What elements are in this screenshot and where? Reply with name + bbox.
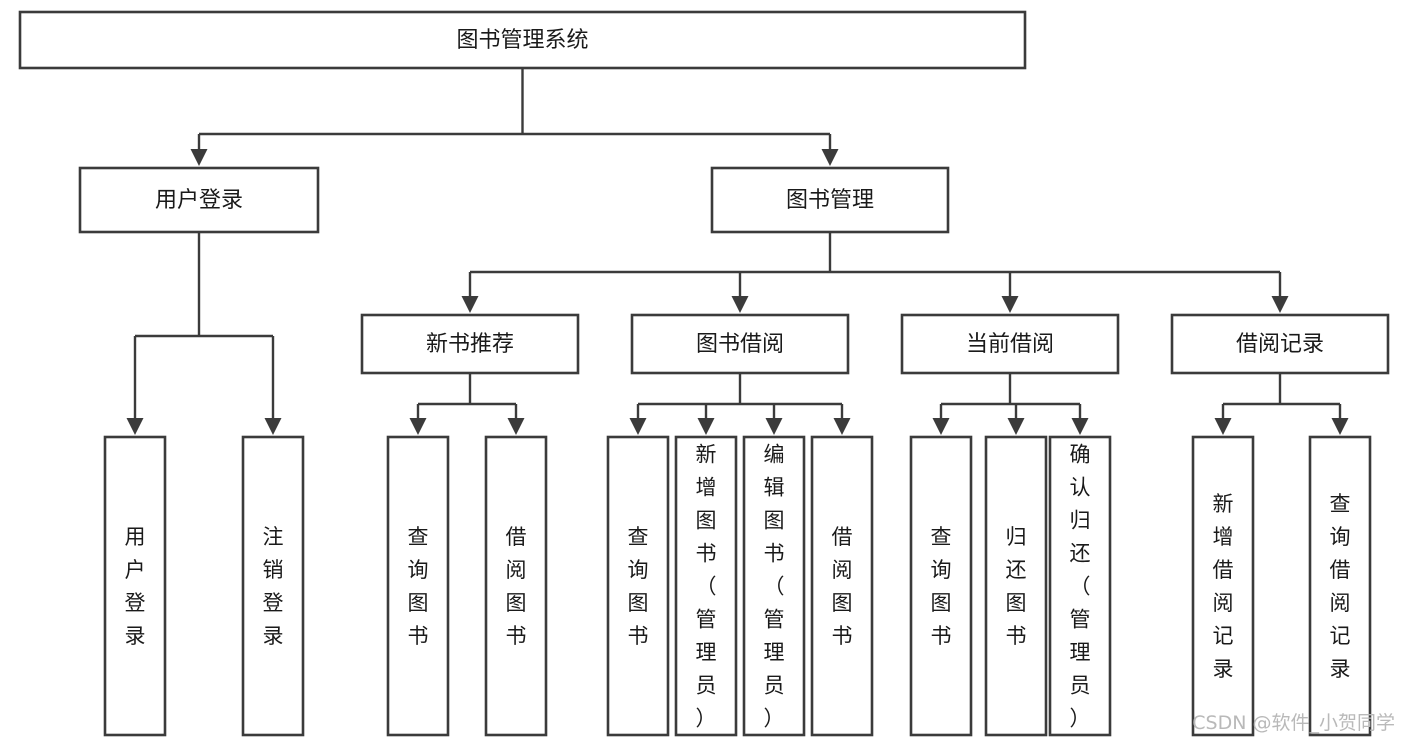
leaves-user-login-arrow-leaf-user-login bbox=[126, 418, 144, 435]
leaves-new-book-recommend-arrow-leaf-borrow-book-rec bbox=[507, 418, 525, 435]
leaves-book-borrow-arrow-leaf-borrow-book bbox=[833, 418, 851, 435]
node-label-root: 图书管理系统 bbox=[456, 28, 588, 53]
leaves-book-borrow-arrow-leaf-query-book-borrow bbox=[629, 418, 647, 435]
node-layer: 图书管理系统用户登录图书管理新书推荐图书借阅当前借阅借阅记录用户登录注销登录查询… bbox=[18, 10, 1390, 737]
node-box-leaf-add-borrow-record[interactable] bbox=[1191, 435, 1255, 737]
node-label-leaf-query-borrow-record: 查询借阅记录 bbox=[1330, 492, 1351, 681]
node-label-leaf-query-book-current: 查询图书 bbox=[931, 525, 952, 648]
node-level2[interactable]: 图书管理 bbox=[710, 166, 950, 234]
node-box-leaf-user-login[interactable] bbox=[103, 435, 167, 737]
node-label-current-borrow: 当前借阅 bbox=[966, 332, 1054, 357]
leaves-user-login-arrow-leaf-logout-login bbox=[264, 418, 282, 435]
node-label-borrow-record: 借阅记录 bbox=[1236, 332, 1324, 357]
leaves-borrow-record-arrow-leaf-query-borrow-record bbox=[1331, 418, 1349, 435]
node-box-current-borrow[interactable] bbox=[900, 313, 1120, 375]
node-level3[interactable]: 新书推荐 bbox=[360, 313, 580, 375]
node-box-leaf-return-book[interactable] bbox=[984, 435, 1048, 737]
node-leaf[interactable]: 编辑图书（管理员） bbox=[742, 435, 806, 737]
node-label-leaf-add-book-admin: 新增图书（管理员） bbox=[696, 442, 717, 730]
bookmgmt-to-level3-arrow-book-borrow bbox=[731, 296, 749, 313]
node-label-user-login: 用户登录 bbox=[155, 188, 243, 213]
root-to-level2-arrow-user-login bbox=[190, 149, 208, 166]
node-box-book-management[interactable] bbox=[710, 166, 950, 234]
node-label-leaf-query-book-borrow: 查询图书 bbox=[628, 525, 649, 648]
node-leaf[interactable]: 查询图书 bbox=[909, 435, 973, 737]
node-box-user-login[interactable] bbox=[78, 166, 320, 234]
node-box-leaf-borrow-book-rec[interactable] bbox=[484, 435, 548, 737]
bookmgmt-to-level3-arrow-current-borrow bbox=[1001, 296, 1019, 313]
node-label-book-borrow: 图书借阅 bbox=[696, 332, 784, 357]
node-box-leaf-borrow-book[interactable] bbox=[810, 435, 874, 737]
node-box-leaf-edit-book-admin[interactable] bbox=[742, 435, 806, 737]
node-label-leaf-user-login: 用户登录 bbox=[125, 525, 146, 648]
node-level3[interactable]: 当前借阅 bbox=[900, 313, 1120, 375]
node-label-new-book-recommend: 新书推荐 bbox=[426, 332, 514, 357]
leaves-book-borrow-arrow-leaf-edit-book-admin bbox=[765, 418, 783, 435]
node-label-book-management: 图书管理 bbox=[786, 188, 874, 213]
node-leaf[interactable]: 用户登录 bbox=[103, 435, 167, 737]
node-leaf[interactable]: 归还图书 bbox=[984, 435, 1048, 737]
leaves-new-book-recommend-arrow-leaf-query-book-rec bbox=[409, 418, 427, 435]
bookmgmt-to-level3-arrow-new-book-recommend bbox=[461, 296, 479, 313]
node-box-borrow-record[interactable] bbox=[1170, 313, 1390, 375]
node-box-book-borrow[interactable] bbox=[630, 313, 850, 375]
csdn-watermark: CSDN @软件_小贺同学 bbox=[1192, 712, 1395, 734]
node-label-leaf-add-borrow-record: 新增借阅记录 bbox=[1213, 492, 1234, 681]
node-label-leaf-confirm-return-admin: 确认归还（管理员） bbox=[1070, 442, 1091, 730]
node-box-leaf-logout-login[interactable] bbox=[241, 435, 305, 737]
leaves-book-borrow-arrow-leaf-add-book-admin bbox=[697, 418, 715, 435]
node-leaf[interactable]: 确认归还（管理员） bbox=[1048, 435, 1112, 737]
node-leaf[interactable]: 借阅图书 bbox=[484, 435, 548, 737]
node-root[interactable]: 图书管理系统 bbox=[18, 10, 1027, 70]
node-leaf[interactable]: 新增图书（管理员） bbox=[674, 435, 738, 737]
node-label-leaf-edit-book-admin: 编辑图书（管理员） bbox=[764, 442, 785, 730]
node-level2[interactable]: 用户登录 bbox=[78, 166, 320, 234]
node-box-leaf-query-book-current[interactable] bbox=[909, 435, 973, 737]
node-box-root[interactable] bbox=[18, 10, 1027, 70]
node-label-leaf-logout-login: 注销登录 bbox=[263, 525, 284, 648]
node-box-new-book-recommend[interactable] bbox=[360, 313, 580, 375]
leaves-borrow-record-arrow-leaf-add-borrow-record bbox=[1214, 418, 1232, 435]
node-leaf[interactable]: 新增借阅记录 bbox=[1191, 435, 1255, 737]
leaves-current-borrow-arrow-leaf-query-book-current bbox=[932, 418, 950, 435]
node-label-leaf-return-book: 归还图书 bbox=[1006, 525, 1027, 648]
leaves-current-borrow-arrow-leaf-return-book bbox=[1007, 418, 1025, 435]
leaves-current-borrow-arrow-leaf-confirm-return-admin bbox=[1071, 418, 1089, 435]
node-leaf[interactable]: 查询借阅记录 bbox=[1308, 435, 1372, 737]
node-level3[interactable]: 图书借阅 bbox=[630, 313, 850, 375]
node-leaf[interactable]: 查询图书 bbox=[386, 435, 450, 737]
node-leaf[interactable]: 借阅图书 bbox=[810, 435, 874, 737]
node-box-leaf-confirm-return-admin[interactable] bbox=[1048, 435, 1112, 737]
node-label-leaf-borrow-book: 借阅图书 bbox=[832, 525, 853, 648]
node-label-leaf-borrow-book-rec: 借阅图书 bbox=[506, 525, 527, 648]
root-to-level2-arrow-book-management bbox=[821, 149, 839, 166]
node-label-leaf-query-book-rec: 查询图书 bbox=[408, 525, 429, 648]
node-box-leaf-add-book-admin[interactable] bbox=[674, 435, 738, 737]
node-level3[interactable]: 借阅记录 bbox=[1170, 313, 1390, 375]
node-leaf[interactable]: 注销登录 bbox=[241, 435, 305, 737]
bookmgmt-to-level3-arrow-borrow-record bbox=[1271, 296, 1289, 313]
node-box-leaf-query-book-rec[interactable] bbox=[386, 435, 450, 737]
node-box-leaf-query-book-borrow[interactable] bbox=[606, 435, 670, 737]
node-box-leaf-query-borrow-record[interactable] bbox=[1308, 435, 1372, 737]
node-leaf[interactable]: 查询图书 bbox=[606, 435, 670, 737]
connector-layer bbox=[126, 68, 1349, 435]
